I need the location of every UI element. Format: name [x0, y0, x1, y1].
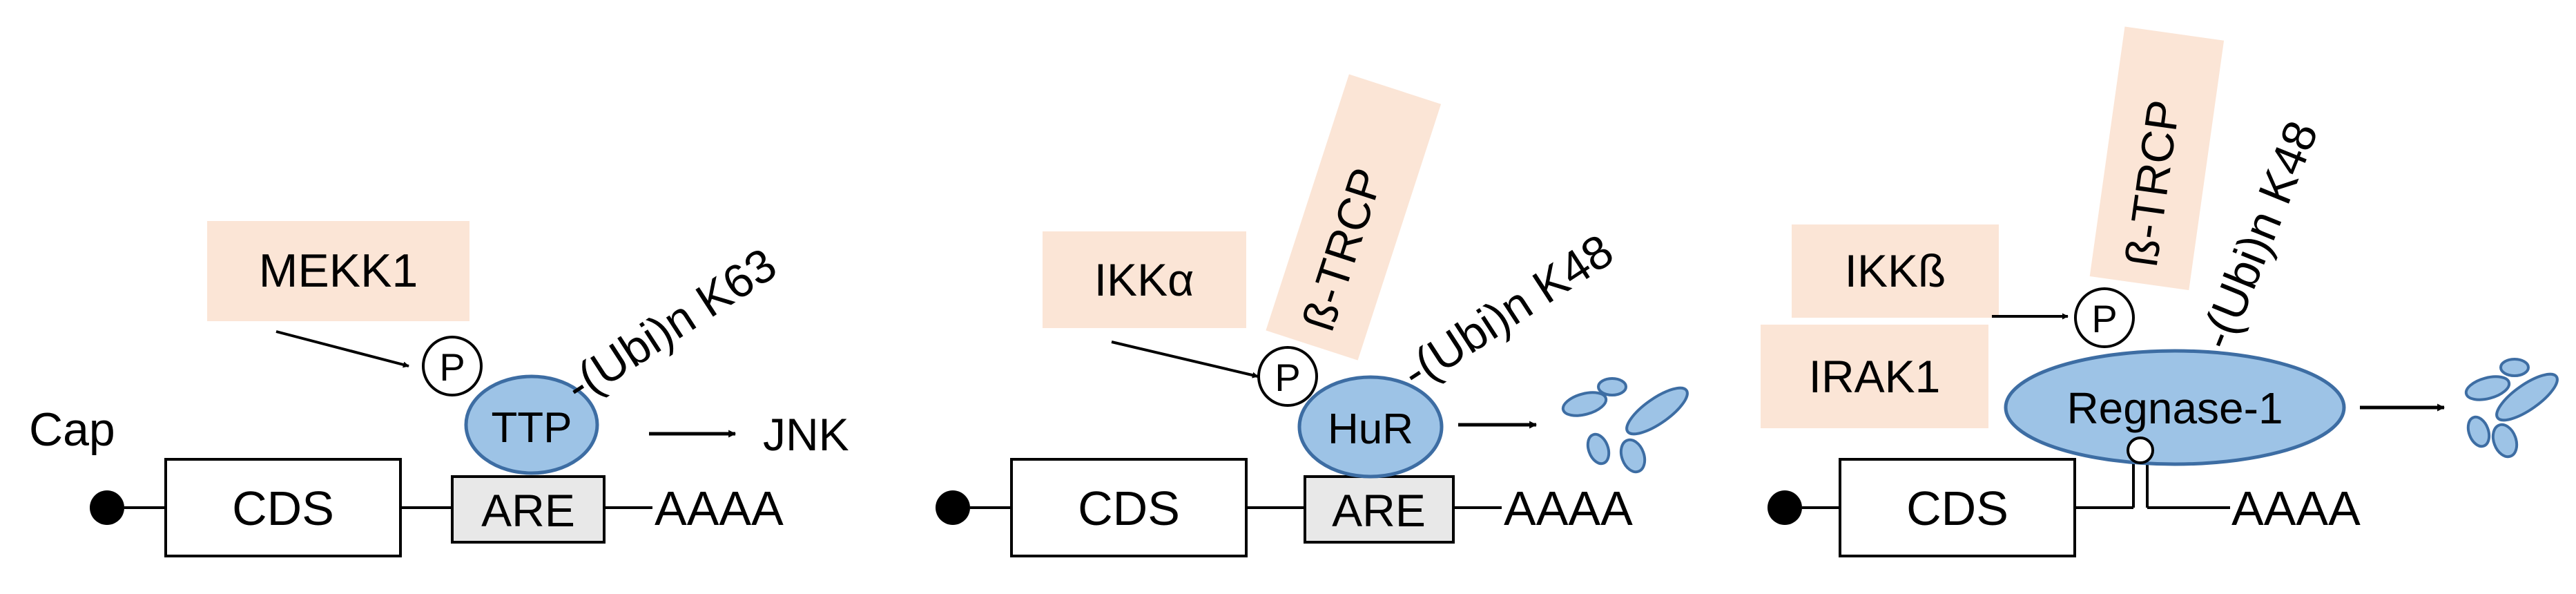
phospho-circle: [422, 336, 483, 396]
are-label: ARE: [481, 485, 575, 536]
fragment: [1586, 432, 1611, 466]
fragment: [1561, 391, 1608, 417]
phospho-label: P: [439, 345, 465, 389]
panel-hur: CDS ARE AAAA IKKα ß-TRCP HuR P -(Ubi)n K…: [936, 74, 1689, 557]
cap-dot: [936, 490, 970, 525]
e3-ligase-box: [2089, 26, 2225, 291]
phospho-circle: [1257, 346, 1318, 407]
panel-regnase-1: CDS Regnase-1 AAAA IKKß IRAK1 ß-TRCP P -…: [1761, 26, 2559, 557]
cds-label: CDS: [232, 481, 334, 535]
kinase-label: IRAK1: [1809, 351, 1941, 402]
e3-ligase-beta-trcp: ß-TRCP: [1266, 74, 1442, 361]
degradation-fragments-icon: [1561, 377, 1689, 474]
fragment: [2491, 423, 2519, 459]
fragment: [2495, 372, 2559, 422]
degradation-fragments-icon: [2464, 358, 2559, 459]
kinase-box-ikka: [1043, 231, 1246, 328]
fragment: [1619, 438, 1647, 474]
cap-dot: [1768, 490, 1802, 525]
polya-label: AAAA: [2231, 481, 2361, 535]
kinase-box-irak1: [1761, 325, 1988, 428]
kinase-box-ikkb: [1792, 224, 1999, 318]
e3-ligase-beta-trcp: ß-TRCP: [2089, 26, 2225, 291]
kinase-label: IKKß: [1845, 245, 1946, 296]
cds-label: CDS: [1906, 481, 2008, 535]
fragment: [2499, 358, 2530, 377]
protein-label: TTP: [491, 404, 572, 452]
fragment: [2466, 415, 2491, 448]
ubiquitin-label: -(Ubi)n K48: [1393, 224, 1623, 399]
outcome-label: JNK: [763, 409, 849, 460]
protein-label: HuR: [1328, 405, 1413, 453]
protein-label: Regnase-1: [2066, 383, 2283, 433]
kinase-label: MEKK1: [259, 245, 418, 297]
polya-label: AAAA: [1504, 481, 1633, 535]
cap-label: Cap: [29, 403, 115, 456]
polya-label: AAAA: [655, 481, 784, 535]
fragment: [1597, 377, 1627, 396]
cds-box: [1839, 458, 2076, 557]
phospho-label: P: [2091, 297, 2117, 341]
cds-label: CDS: [1078, 481, 1180, 535]
ubiquitin-label: -(Ubi)n K63: [556, 238, 786, 412]
protein-hur: [1297, 375, 1444, 479]
kinase-box-mekk1: [207, 221, 469, 321]
phosphorylation-arrow: [1111, 341, 1259, 379]
ubiquitin-label: -(Ubi)n K48: [2189, 114, 2328, 356]
protein-regnase-1: [2004, 349, 2346, 466]
are-box: [1304, 475, 1455, 544]
fragment: [1625, 386, 1689, 436]
cds-box: [1010, 458, 1248, 557]
are-label: ARE: [1332, 485, 1426, 536]
e3-ligase-box: [1266, 74, 1442, 361]
panel-ttp: Cap CDS ARE AAAA MEKK1 TTP P -(Ubi)n K63…: [29, 221, 849, 557]
fragment: [2464, 375, 2511, 401]
cap-dot: [90, 490, 124, 525]
protein-ttp: [464, 374, 599, 475]
phospho-label: P: [1275, 356, 1300, 399]
stem-loop: [2127, 437, 2154, 464]
phospho-circle: [2074, 287, 2135, 348]
are-box: [451, 475, 606, 544]
kinase-label: IKKα: [1094, 254, 1194, 305]
phosphorylation-arrow: [275, 330, 409, 368]
